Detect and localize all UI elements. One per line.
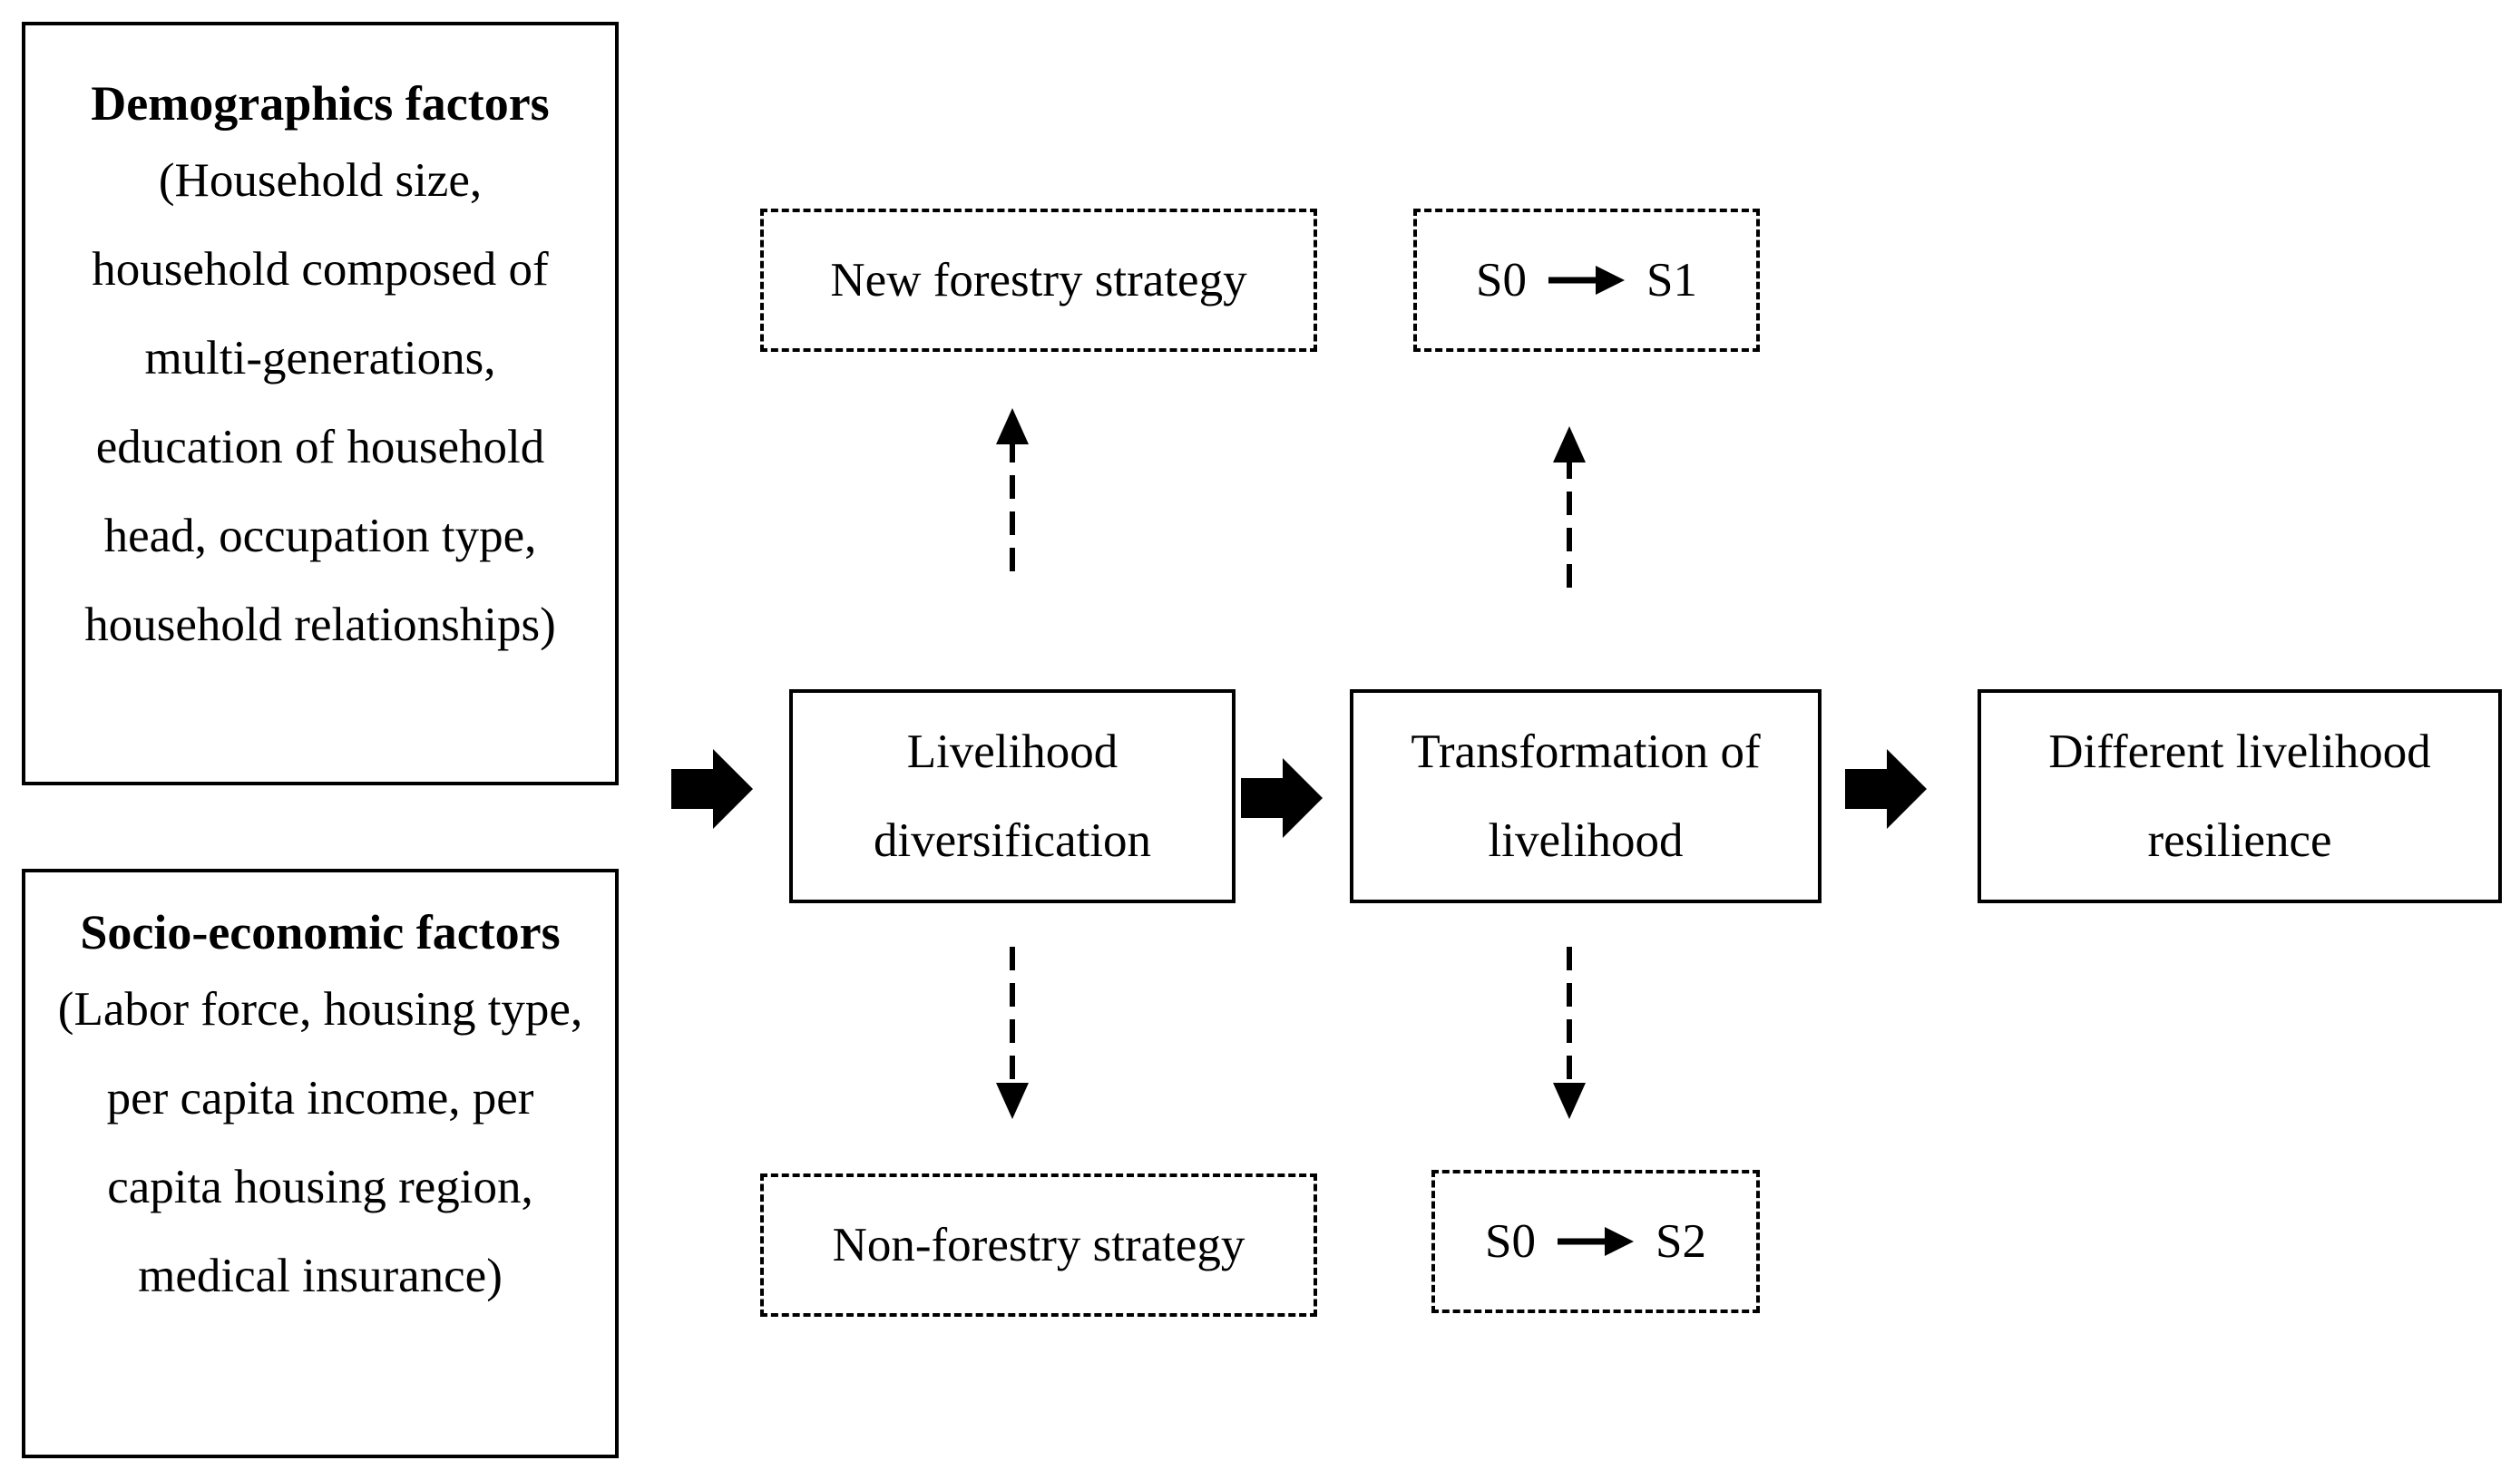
demographics-factors-box: Demographics factors (Household size, ho… [22,22,619,785]
block-arrow-diversification-to-transformation [1241,758,1323,838]
resilience-box: Different livelihood resilience [1978,689,2502,903]
state-from-label: S0 [1476,254,1527,307]
arrowhead-down-icon [1553,1083,1586,1119]
resilience-label: Different livelihood resilience [2048,725,2431,867]
state-to-label: S1 [1646,254,1697,307]
transition-s0-s1-box: S0 S1 [1413,209,1760,352]
arrowhead-down-icon [996,1083,1029,1119]
right-arrow-icon [1548,266,1625,295]
transition-s0-s2: S0 S2 [1485,1214,1706,1269]
arrowhead-up-icon [1553,426,1586,462]
livelihood-diversification-label: Livelihood diversification [873,725,1152,867]
non-forestry-strategy-label: Non-forestry strategy [832,1219,1245,1271]
livelihood-diversification-box: Livelihood diversification [789,689,1236,903]
right-arrow-icon [1558,1227,1634,1256]
transition-s0-s2-box: S0 S2 [1431,1170,1760,1313]
demographics-detail: (Household size, household composed of m… [84,154,556,651]
transformation-box: Transformation of livelihood [1350,689,1822,903]
transition-s0-s1: S0 S1 [1476,253,1697,307]
socioeconomic-factors-box: Socio-economic factors (Labor force, hou… [22,869,619,1458]
block-arrow-transformation-to-resilience [1845,749,1927,829]
transformation-label: Transformation of livelihood [1411,725,1761,867]
state-to-label: S2 [1656,1215,1706,1268]
new-forestry-strategy-label: New forestry strategy [830,254,1247,307]
arrowhead-up-icon [996,408,1029,444]
non-forestry-strategy-box: Non-forestry strategy [760,1173,1317,1317]
socioeconomic-heading: Socio-economic factors [80,905,561,959]
state-from-label: S0 [1485,1215,1536,1268]
block-arrow-factors-to-diversification [671,749,753,829]
socioeconomic-detail: (Labor force, housing type, per capita i… [57,983,583,1302]
new-forestry-strategy-box: New forestry strategy [760,209,1317,352]
demographics-heading: Demographics factors [91,76,550,131]
